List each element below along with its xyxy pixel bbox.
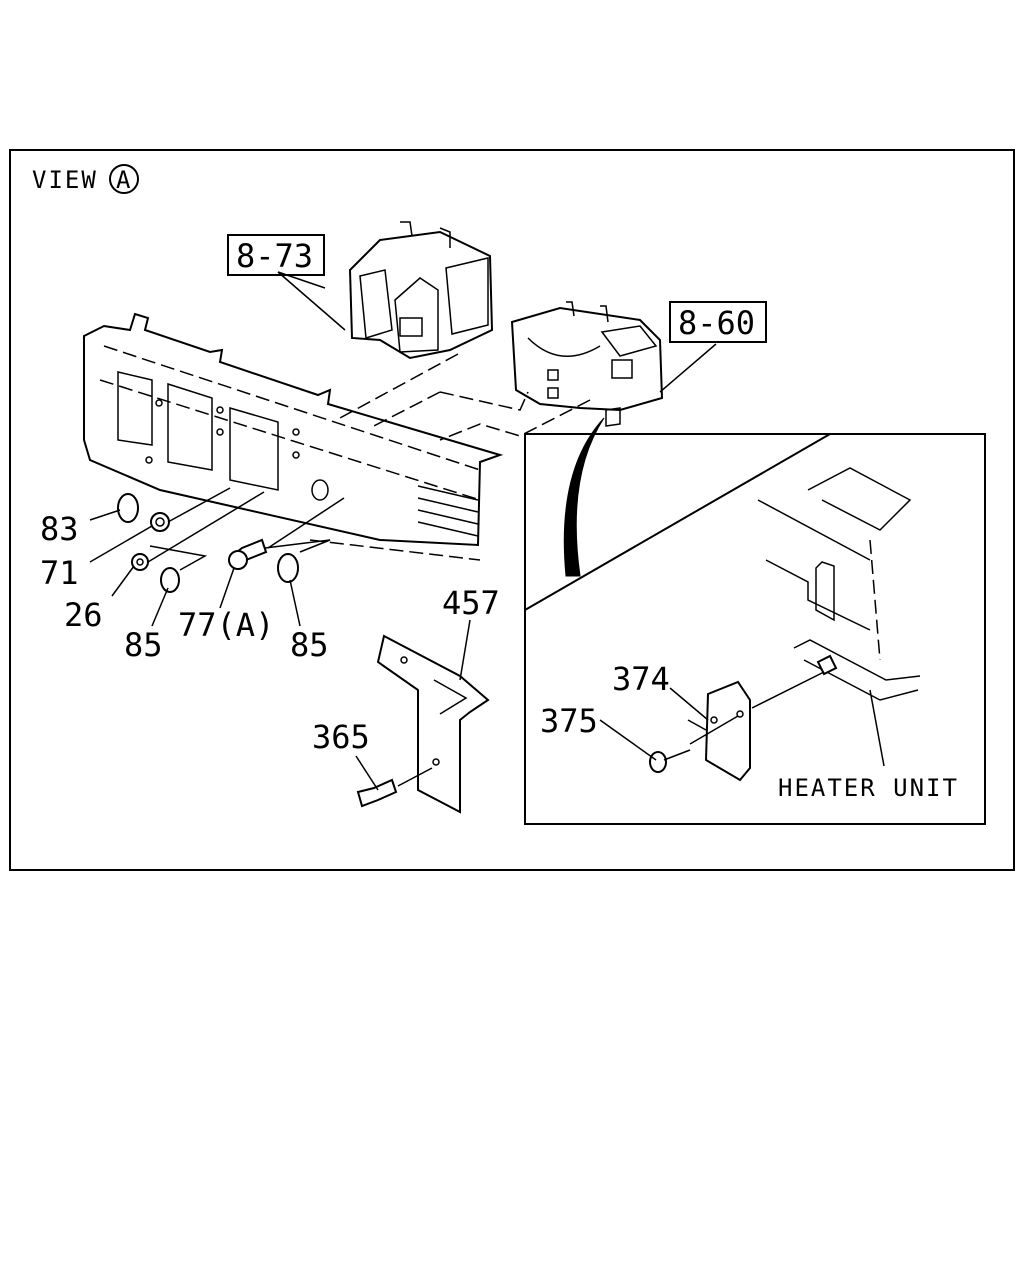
view-circle-letter: A xyxy=(116,166,131,194)
callout-85-left: 85 xyxy=(124,626,163,664)
detail-arrow xyxy=(563,417,605,577)
callout-375: 375 xyxy=(540,702,598,740)
callout-374: 374 xyxy=(612,660,670,698)
dash-panel xyxy=(83,312,504,561)
callout-77a: 77(A) xyxy=(178,606,274,644)
callout-26: 26 xyxy=(64,596,103,634)
callout-365: 365 xyxy=(312,718,370,756)
view-circle xyxy=(109,164,139,194)
ref-8-60-label: 8-60 xyxy=(678,304,755,342)
ref-8-73-label: 8-73 xyxy=(236,237,313,275)
callout-457: 457 xyxy=(442,584,500,622)
callout-71: 71 xyxy=(40,554,79,592)
ref-box-8-60 xyxy=(669,301,767,343)
view-label: VIEW xyxy=(32,166,98,194)
inset-detail xyxy=(649,467,921,782)
diagram-frame xyxy=(9,149,1015,871)
blower-unit xyxy=(348,221,494,360)
inset-frame xyxy=(524,433,986,825)
bracket-457 xyxy=(356,634,490,814)
heater-unit-label: HEATER UNIT xyxy=(778,774,959,802)
callout-85-right: 85 xyxy=(290,626,329,664)
ref-box-8-73 xyxy=(227,234,325,276)
heater-unit xyxy=(510,301,664,427)
callout-83: 83 xyxy=(40,510,79,548)
fasteners-left xyxy=(117,487,345,593)
